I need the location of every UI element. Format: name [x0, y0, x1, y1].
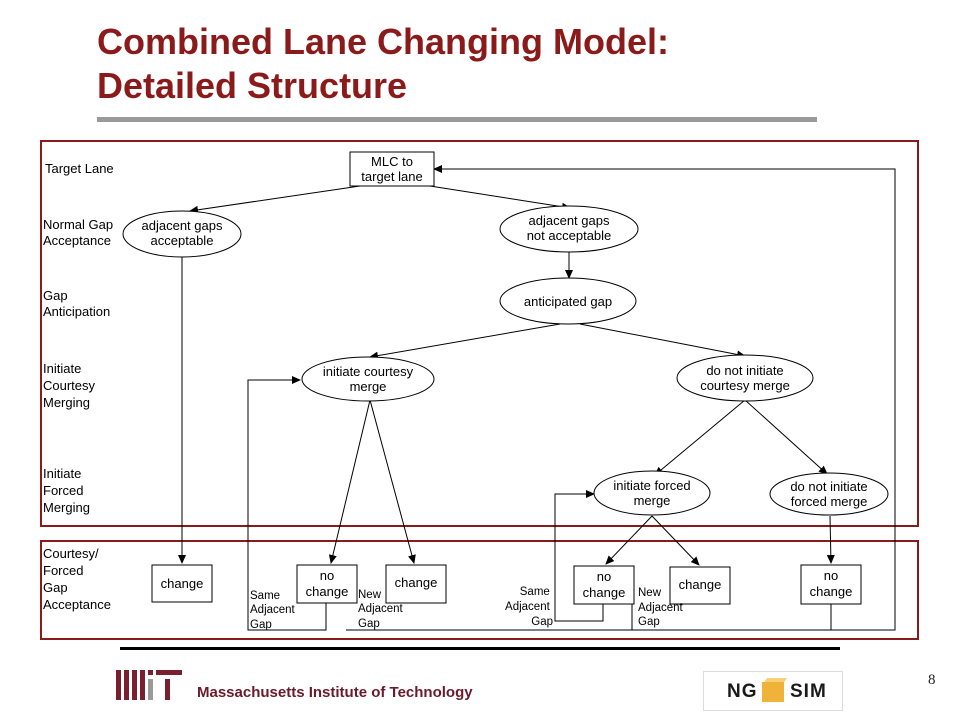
- level-label-normal-gap: Normal Gap Acceptance: [43, 217, 117, 248]
- level-label-gap-acceptance: Courtesy/ Forced Gap Acceptance: [43, 546, 111, 612]
- label-new-adjacent-gap-2: New Adjacent Gap: [638, 587, 686, 628]
- mit-logo-icon: [116, 670, 182, 700]
- page-number: 8: [928, 672, 936, 688]
- edge-mlc-to-not-acceptable: [429, 185, 571, 211]
- svg-text:change: change: [161, 576, 204, 591]
- institution-name: Massachusetts Institute of Technology: [197, 684, 473, 701]
- loop-same-gap-forced: [554, 490, 604, 622]
- edge-anticipated-to-courtesy: [369, 323, 561, 360]
- node-change-1: change: [151, 564, 213, 603]
- edge-no-forced-to-nochange: [826, 515, 835, 564]
- edge-forced-to-nochange: [605, 515, 653, 565]
- level-label-gap-anticipation: Gap Anticipation: [43, 288, 110, 319]
- loop-new-gap-to-mlc: [346, 165, 896, 631]
- label-new-adjacent-gap-1: New Adjacent Gap: [358, 589, 406, 630]
- ngsim-logo: NG SIM: [703, 671, 843, 711]
- level-label-forced-merging: Initiate Forced Merging: [43, 466, 90, 515]
- label-same-adjacent-gap-2: Same Adjacent Gap: [505, 586, 553, 628]
- edge-no-courtesy-to-no-forced: [744, 399, 828, 475]
- level-label-target-lane: Target Lane: [45, 161, 114, 176]
- edge-no-courtesy-to-forced: [654, 399, 746, 476]
- title-line-1: Combined Lane Changing Model:: [97, 21, 669, 62]
- ngsim-cube-icon: [762, 682, 784, 702]
- edge-courtesy-to-nochange: [328, 399, 371, 564]
- svg-text:change: change: [679, 577, 722, 592]
- label-same-adjacent-gap-1: Same Adjacent Gap: [250, 590, 298, 631]
- lower-frame: [40, 540, 919, 640]
- title-underline: [97, 117, 817, 122]
- ngsim-logo-sim-text: SIM: [790, 681, 827, 702]
- svg-text:change: change: [395, 575, 438, 590]
- footer-rule: [120, 647, 840, 650]
- edge-anticipated-to-no-courtesy: [579, 323, 746, 359]
- node-change-3: change: [669, 566, 731, 605]
- svg-text:anticipated gap: anticipated gap: [524, 294, 612, 309]
- level-label-courtesy-merging: Initiate Courtesy Merging: [43, 361, 99, 410]
- upper-frame: [40, 140, 919, 527]
- node-anticipated-gap: anticipated gap: [499, 277, 637, 325]
- edge-forced-to-change: [651, 515, 700, 566]
- loop-same-gap-courtesy: [247, 376, 327, 631]
- edges: [178, 165, 896, 631]
- slide-title: Combined Lane Changing Model: Detailed S…: [97, 20, 857, 108]
- title-line-2: Detailed Structure: [97, 65, 408, 106]
- ngsim-logo-ng-text: NG: [727, 681, 758, 702]
- edge-courtesy-to-change: [369, 399, 416, 564]
- node-change-2: change: [385, 564, 447, 604]
- edge-mlc-to-acceptable: [189, 185, 361, 214]
